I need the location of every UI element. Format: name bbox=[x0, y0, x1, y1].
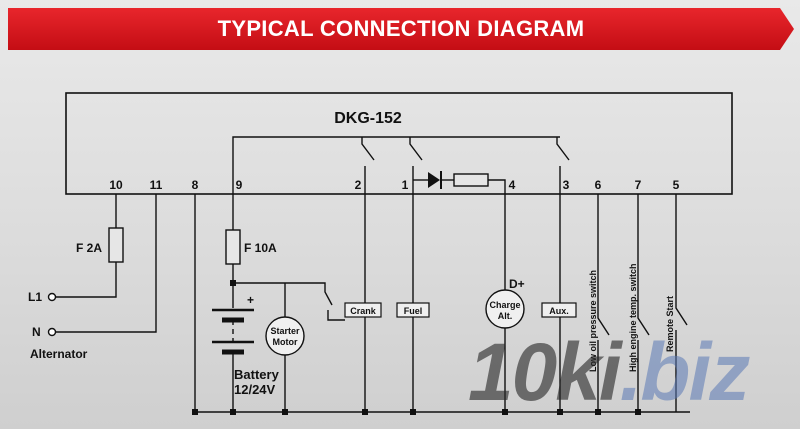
terminal-10: 10 bbox=[109, 178, 123, 192]
fuse-f2a-label: F 2A bbox=[76, 241, 102, 255]
charge-label-1: Charge bbox=[489, 300, 520, 310]
terminal-1: 1 bbox=[402, 178, 409, 192]
battery-voltage-label: 12/24V bbox=[234, 382, 276, 397]
crank-label: Crank bbox=[350, 306, 377, 316]
terminal-8: 8 bbox=[192, 178, 199, 192]
l1-label: L1 bbox=[28, 290, 42, 304]
title-banner bbox=[8, 8, 794, 50]
controller-name: DKG-152 bbox=[334, 110, 402, 127]
terminal-3: 3 bbox=[563, 178, 570, 192]
alternator-label: Alternator bbox=[30, 347, 88, 361]
terminal-4: 4 bbox=[509, 178, 516, 192]
charge-diode-resistor bbox=[413, 171, 506, 194]
controller-box bbox=[65, 92, 733, 195]
n-label: N bbox=[32, 325, 41, 339]
aux-label: Aux. bbox=[549, 306, 569, 316]
n-circuit bbox=[47, 194, 157, 337]
crank-relay bbox=[344, 194, 382, 412]
starter-label-1: Starter bbox=[270, 326, 300, 336]
d-plus-label: D+ bbox=[509, 277, 525, 291]
terminal-9: 9 bbox=[236, 178, 243, 192]
fuse-f10a-label: F 10A bbox=[244, 241, 277, 255]
terminal-5: 5 bbox=[673, 178, 680, 192]
fuel-label: Fuel bbox=[404, 306, 423, 316]
terminal-7: 7 bbox=[635, 178, 642, 192]
charge-alternator bbox=[485, 194, 525, 412]
battery-plus-label: + bbox=[247, 293, 254, 307]
battery-circuit bbox=[212, 194, 345, 412]
terminal-6: 6 bbox=[595, 178, 602, 192]
l1-circuit bbox=[47, 194, 124, 302]
internal-bus bbox=[232, 136, 570, 194]
fuel-relay bbox=[396, 194, 430, 412]
low-oil-label: Low oil pressure switch bbox=[588, 270, 598, 372]
terminal-11: 11 bbox=[150, 178, 163, 192]
battery-name-label: Battery bbox=[234, 367, 280, 382]
high-temp-label: High engine temp. switch bbox=[628, 263, 638, 372]
input-switches bbox=[597, 194, 688, 412]
aux-relay bbox=[541, 194, 577, 412]
charge-label-2: Alt. bbox=[498, 311, 513, 321]
starter-label-2: Motor bbox=[273, 337, 298, 347]
terminal-2: 2 bbox=[355, 178, 362, 192]
remote-start-label: Remote Start bbox=[665, 296, 675, 352]
